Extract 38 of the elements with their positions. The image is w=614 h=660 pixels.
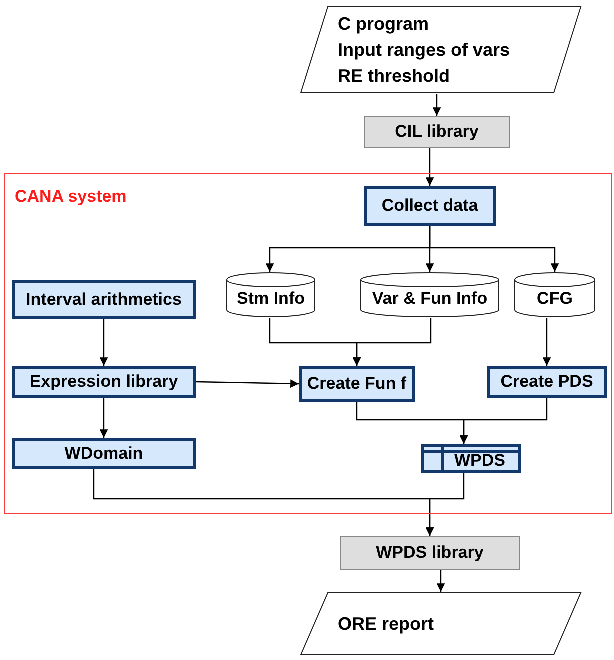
- arrow: [460, 398, 548, 444]
- box-label: Create Fun f: [307, 373, 407, 396]
- process-box: [487, 366, 607, 398]
- arrow: [352, 318, 432, 366]
- box-label: ORE report: [338, 613, 434, 636]
- arrow: [436, 570, 446, 592]
- box-label: RE threshold: [338, 65, 450, 88]
- arrow: [100, 319, 108, 366]
- box-label: WPDS library: [376, 542, 484, 564]
- box-label: Input ranges of vars: [338, 39, 510, 62]
- box-label: Var & Fun Info: [372, 288, 488, 310]
- box-label: Expression library: [30, 371, 178, 394]
- box-label: CIL library: [395, 121, 479, 144]
- box-label: Interval arithmetics: [26, 288, 182, 311]
- arrow: [426, 148, 434, 186]
- box-label: WDomain: [64, 442, 144, 465]
- arrow: [429, 226, 560, 272]
- container-title: CANA system: [15, 187, 127, 206]
- arrow: [196, 380, 300, 388]
- box-label: C program: [338, 13, 430, 36]
- process-box: [421, 444, 521, 473]
- process-box: [12, 438, 196, 469]
- arrow: [432, 94, 442, 116]
- library-box: [340, 536, 520, 570]
- process-box: [12, 366, 196, 398]
- box-label: Collect data: [382, 195, 478, 218]
- box-label: Stm Info: [237, 288, 305, 310]
- box-label: CFG: [537, 288, 573, 310]
- box-label: Create PDS: [500, 371, 594, 394]
- process-box: [364, 186, 496, 226]
- arrow: [426, 473, 465, 536]
- arrow: [542, 318, 552, 366]
- library-box: [364, 116, 510, 148]
- box-label: WPDS: [454, 450, 506, 472]
- system-container: [4, 173, 612, 514]
- arrow: [100, 398, 108, 438]
- process-box: [12, 280, 196, 319]
- process-box: [299, 366, 415, 402]
